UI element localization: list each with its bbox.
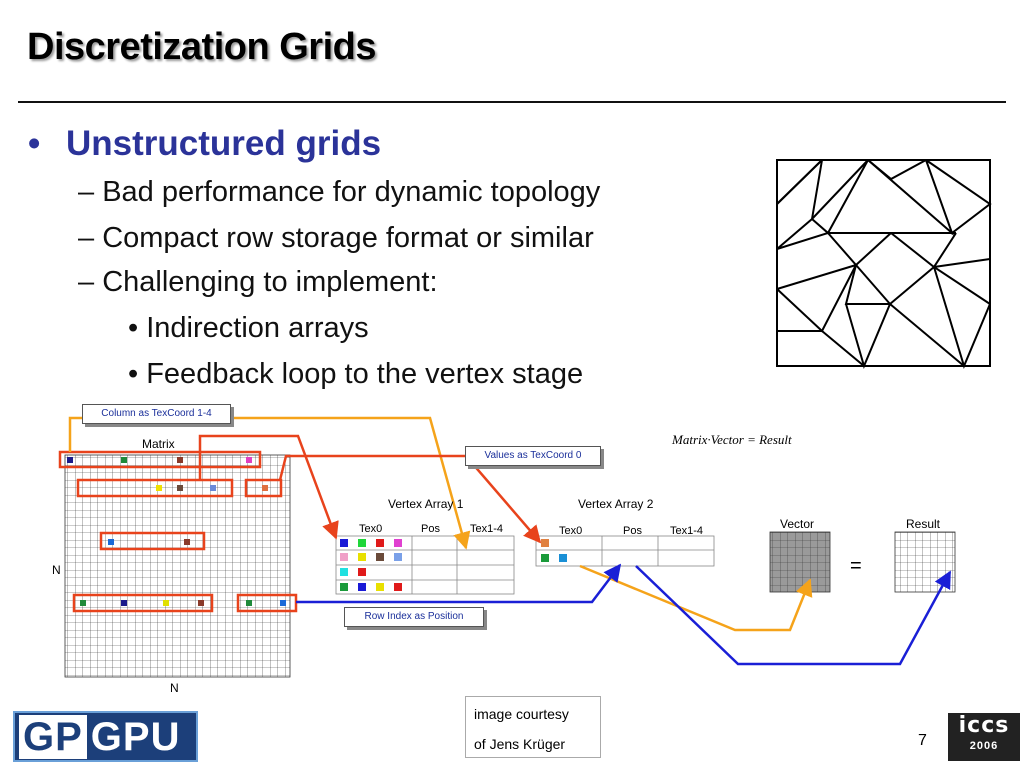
va2-col-tex14: Tex1-4 bbox=[670, 525, 704, 537]
sub-item-2: – Compact row storage format or similar bbox=[78, 222, 594, 254]
orange-arrow-vector bbox=[579, 564, 813, 632]
va1-col-tex0: Tex0 bbox=[359, 523, 383, 535]
iccs-logo-text: iccs bbox=[958, 713, 1010, 738]
highlight-row-2b bbox=[244, 478, 283, 498]
matrix-entries bbox=[67, 457, 286, 606]
equation-text: Matrix·Vector = Result bbox=[672, 432, 792, 447]
logo-gpu-part: GPU bbox=[90, 714, 181, 759]
blue-arrow-result bbox=[635, 565, 952, 666]
va1-col-tex14: Tex1-4 bbox=[470, 523, 504, 535]
red-arrow-values bbox=[278, 454, 542, 544]
matrix-grid bbox=[64, 454, 291, 678]
blue-arrow-position bbox=[296, 563, 622, 604]
highlight-row-3 bbox=[99, 531, 206, 551]
bullet-text: Unstructured grids bbox=[66, 124, 382, 163]
highlight-row-1 bbox=[58, 450, 262, 469]
n-left-label: N bbox=[52, 563, 61, 577]
orange-arrow-column bbox=[68, 416, 471, 550]
n-bottom-label: N bbox=[170, 681, 179, 695]
sub-item-3: – Challenging to implement: bbox=[78, 266, 438, 298]
sub-item-1: – Bad performance for dynamic topology bbox=[78, 176, 601, 208]
slide-title: Discretization Grids bbox=[27, 26, 376, 68]
vector-label: Vector bbox=[780, 517, 815, 531]
bullet-marker: • bbox=[28, 124, 41, 163]
result-label: Result bbox=[906, 517, 941, 531]
courtesy-line-1: image courtesy bbox=[474, 706, 569, 722]
courtesy-line-2: of Jens Krüger bbox=[474, 736, 566, 752]
iccs-logo-year: 2006 bbox=[969, 740, 999, 752]
callout-row-position: Row Index as Position bbox=[344, 607, 484, 627]
matrix-label: Matrix bbox=[142, 437, 175, 451]
iccs-logo: iccs 2006 bbox=[948, 713, 1020, 761]
va1-col-pos: Pos bbox=[421, 523, 440, 535]
red-arrow-matrix bbox=[198, 434, 339, 540]
result-grid bbox=[894, 531, 956, 593]
bullet-unstructured-grids: • Unstructured grids bbox=[28, 124, 381, 164]
highlight-row-4 bbox=[72, 593, 214, 613]
page-number: 7 bbox=[918, 732, 927, 749]
logo-gp-part: GP bbox=[19, 714, 87, 759]
title-divider bbox=[18, 101, 1006, 103]
equals-sign: = bbox=[850, 555, 862, 577]
highlight-row-2 bbox=[76, 478, 234, 498]
vertex-array-1-colors bbox=[340, 539, 402, 591]
callout-values-texcoord: Values as TexCoord 0 bbox=[465, 446, 601, 466]
vertex-array-2-label: Vertex Array 2 bbox=[578, 497, 654, 511]
va2-col-tex0: Tex0 bbox=[559, 525, 583, 537]
callout-column-texcoord: Column as TexCoord 1-4 bbox=[82, 404, 231, 424]
vertex-array-1-label: Vertex Array 1 bbox=[388, 497, 464, 511]
sub-sub-item-2: • Feedback loop to the vertex stage bbox=[128, 358, 584, 390]
va2-col-pos: Pos bbox=[623, 525, 642, 537]
unstructured-mesh-image bbox=[776, 159, 992, 369]
vertex-array-2-table bbox=[535, 535, 715, 567]
image-courtesy-box: image courtesy of Jens Krüger bbox=[465, 696, 601, 758]
vertex-array-1-table bbox=[335, 535, 515, 595]
sub-sub-item-1: • Indirection arrays bbox=[128, 312, 369, 344]
